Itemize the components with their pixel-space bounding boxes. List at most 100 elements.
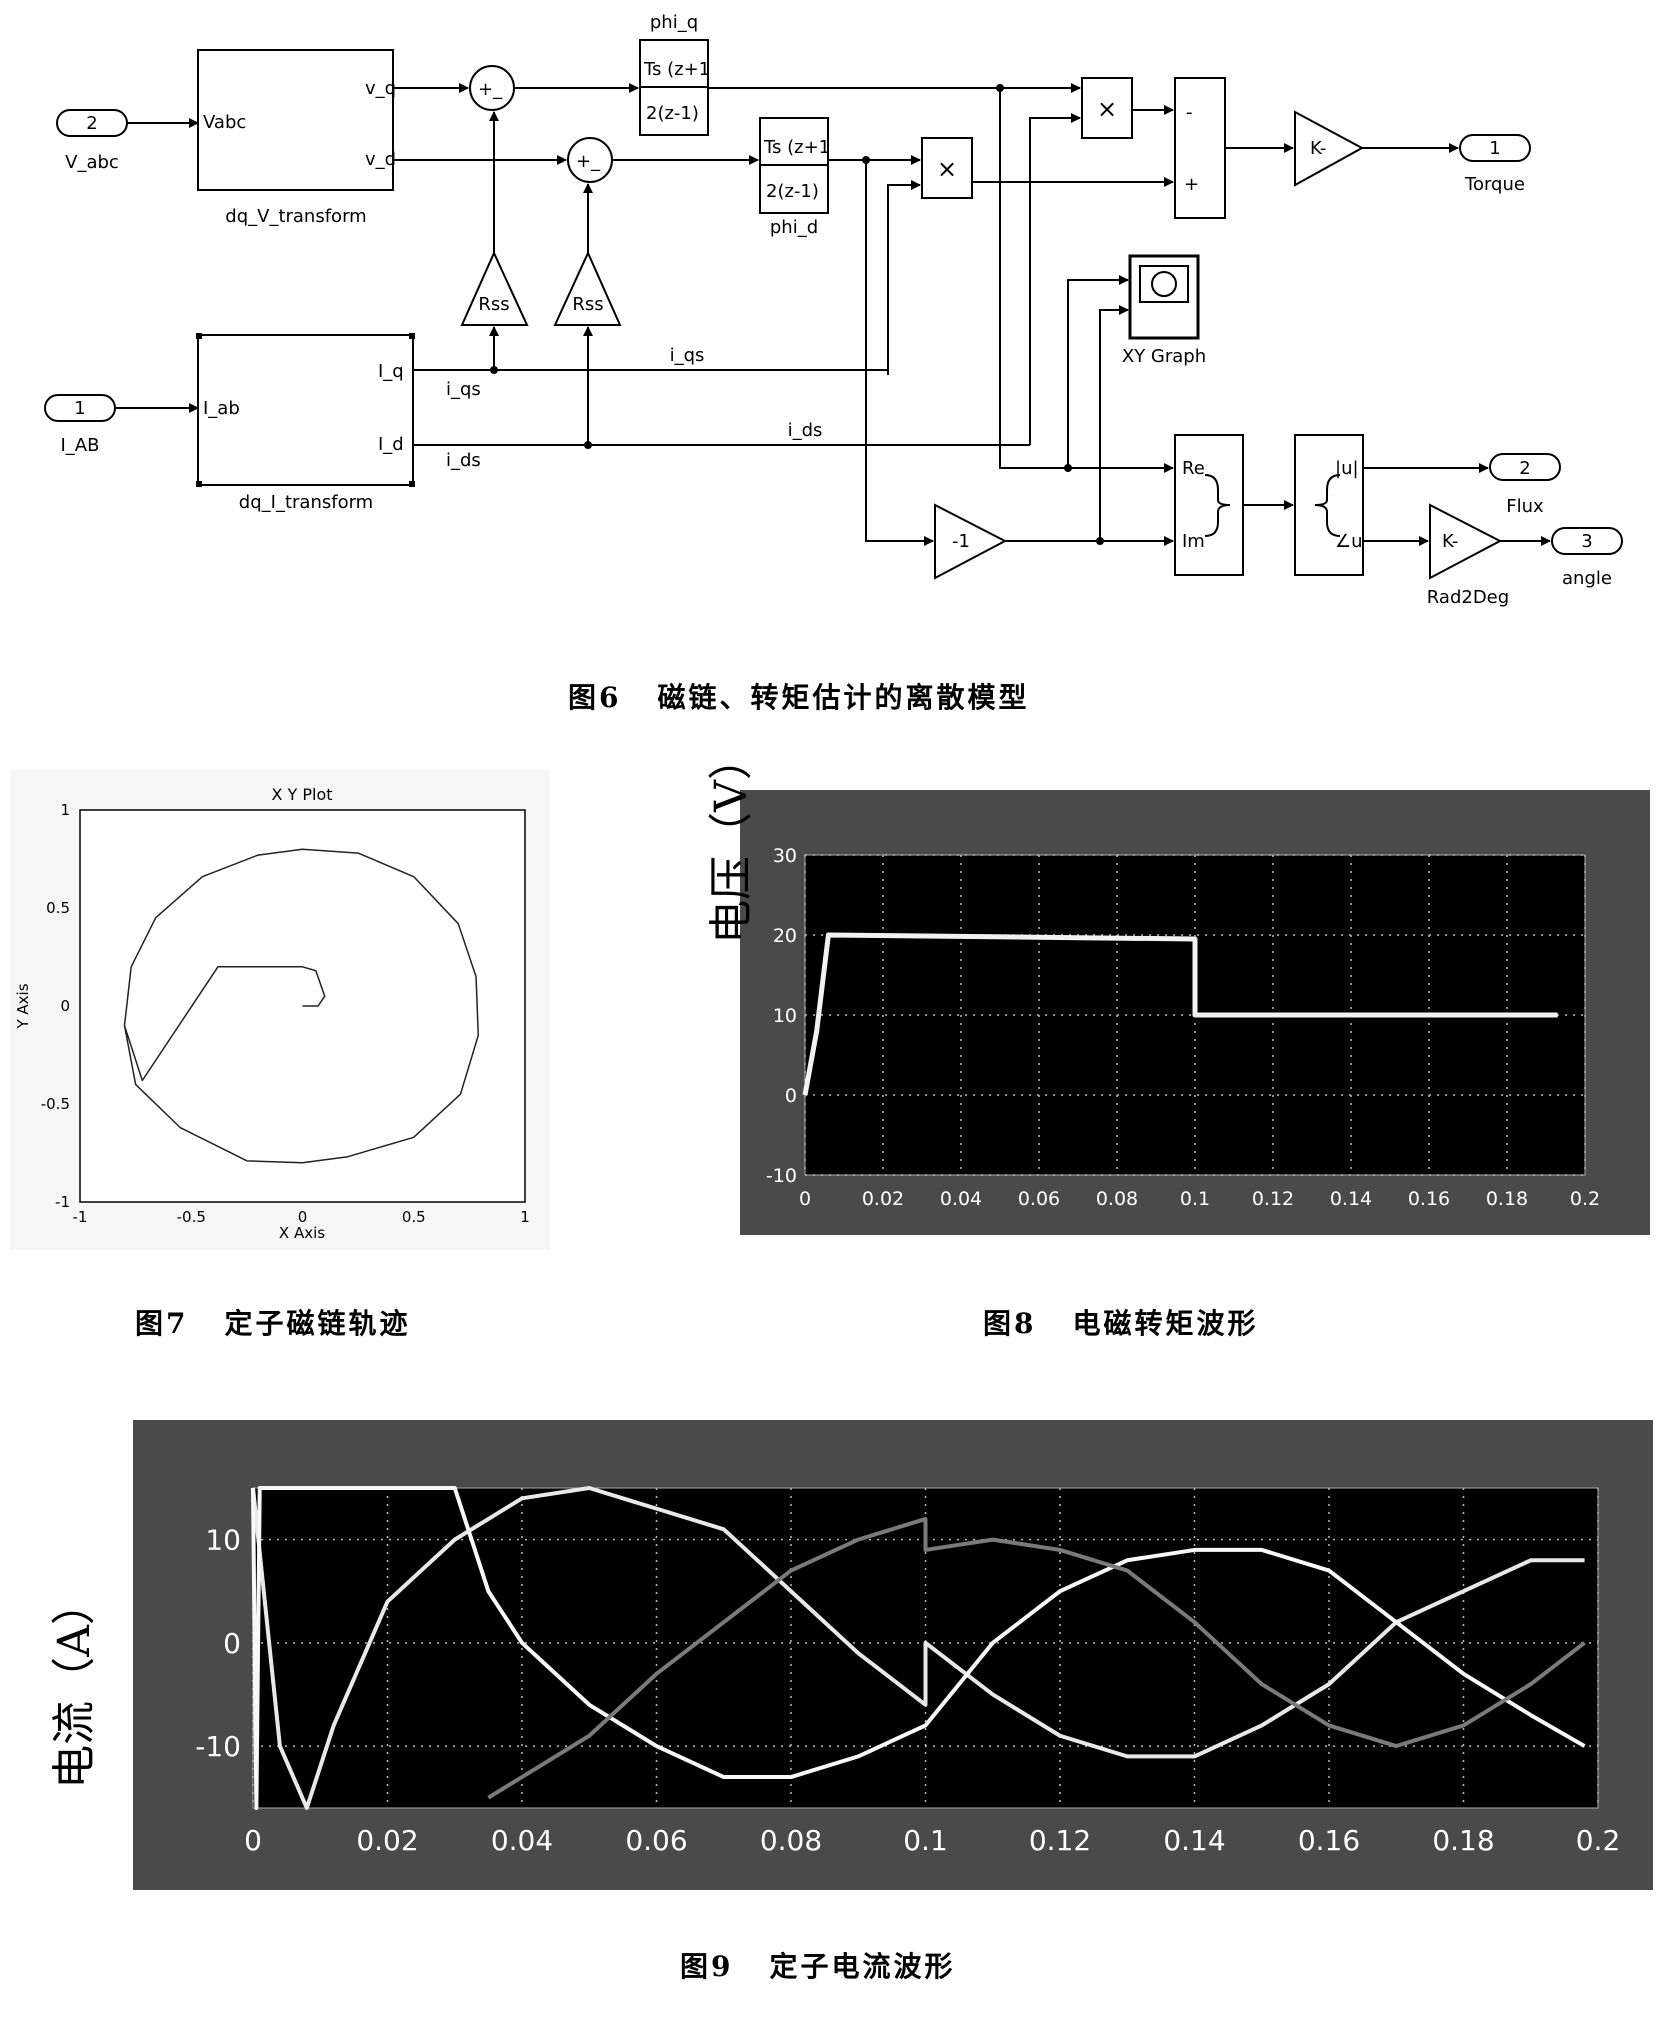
phi-q-numerator: Ts (z+1 bbox=[643, 59, 710, 80]
x-tick-label: 0.02 bbox=[862, 1188, 904, 1210]
x-tick-label: 0.04 bbox=[940, 1188, 982, 1210]
fig7-title: X Y Plot bbox=[271, 785, 332, 804]
re-port: Re bbox=[1182, 458, 1205, 479]
series-line-1 bbox=[123, 848, 480, 1164]
inport-vabc-number: 2 bbox=[86, 113, 97, 134]
complex-to-mag-angle-block[interactable] bbox=[1294, 434, 1364, 576]
fig7-xlabel: X Axis bbox=[279, 1224, 325, 1242]
y-tick-label: 20 bbox=[773, 925, 797, 947]
product-d-symbol: × bbox=[937, 155, 957, 183]
rss-gain-d[interactable] bbox=[553, 250, 622, 326]
series-line-2 bbox=[251, 1486, 1586, 1810]
dq-i-transform-label: dq_I_transform bbox=[239, 492, 373, 513]
x-tick-label: 0.06 bbox=[625, 1824, 687, 1857]
outport-flux-number: 2 bbox=[1519, 458, 1530, 479]
x-tick-label: 0.5 bbox=[402, 1208, 426, 1226]
y-tick-label: -10 bbox=[766, 1165, 797, 1187]
product-q[interactable] bbox=[1081, 77, 1133, 139]
y-tick-label: 1 bbox=[60, 801, 70, 819]
y-tick-label: -1 bbox=[55, 1193, 70, 1211]
product-d[interactable] bbox=[921, 137, 973, 199]
series-line-3 bbox=[487, 1516, 1586, 1800]
torque-gain-label: K- bbox=[1310, 138, 1326, 159]
port-id: I_d bbox=[378, 434, 404, 455]
fig9-caption-number: 图9 bbox=[680, 1950, 734, 1983]
rss-d-label: Rss bbox=[572, 294, 603, 315]
port-vd: v_d bbox=[365, 149, 396, 170]
outport-flux-label: Flux bbox=[1506, 496, 1544, 517]
outport-angle[interactable] bbox=[1551, 527, 1623, 555]
x-tick-label: 0.02 bbox=[356, 1824, 418, 1857]
x-tick-label: 0.2 bbox=[1570, 1188, 1600, 1210]
inport-vabc-label: V_abc bbox=[65, 152, 119, 173]
xy-graph-block[interactable] bbox=[1128, 254, 1200, 340]
fig8-caption-text: 电磁转矩波形 bbox=[1072, 1307, 1259, 1340]
y-tick-label: -10 bbox=[195, 1730, 241, 1763]
sum-d-signs: +_ bbox=[576, 151, 601, 172]
x-tick-label: 0 bbox=[298, 1208, 308, 1226]
product-q-symbol: × bbox=[1097, 95, 1117, 123]
outport-torque[interactable] bbox=[1459, 134, 1531, 162]
rad2deg-gain[interactable] bbox=[1429, 503, 1503, 580]
rad2deg-gain-symbol: K- bbox=[1442, 531, 1458, 552]
outport-torque-number: 1 bbox=[1489, 138, 1500, 159]
sum-torque-minus: - bbox=[1186, 102, 1193, 123]
signal-iqs-port-label: i_qs bbox=[446, 379, 481, 400]
x-tick-label: 0.12 bbox=[1029, 1824, 1091, 1857]
angle-port: ∠u bbox=[1335, 531, 1363, 552]
y-tick-label: 10 bbox=[773, 1005, 797, 1027]
signal-ids-label: i_ds bbox=[788, 420, 823, 441]
real-imag-to-complex-block[interactable] bbox=[1174, 434, 1244, 576]
sum-torque[interactable] bbox=[1174, 77, 1226, 219]
fig6-caption: 图6 磁链、转矩估计的离散模型 bbox=[568, 676, 1030, 716]
x-tick-label: 0.14 bbox=[1163, 1824, 1225, 1857]
fig7-caption-number: 图7 bbox=[135, 1307, 189, 1340]
x-tick-label: 0.18 bbox=[1486, 1188, 1528, 1210]
y-tick-label: 0 bbox=[60, 997, 70, 1015]
xy-graph-label: XY Graph bbox=[1122, 346, 1206, 367]
x-tick-label: 0.1 bbox=[1180, 1188, 1210, 1210]
x-tick-label: 0.1 bbox=[903, 1824, 948, 1857]
sum-q-signs: +_ bbox=[478, 79, 503, 100]
rad2deg-label: Rad2Deg bbox=[1427, 587, 1509, 608]
dq-v-transform-label: dq_V_transform bbox=[225, 206, 366, 227]
signal-iqs-label: i_qs bbox=[670, 345, 705, 366]
port-vq: v_q bbox=[365, 78, 396, 99]
im-port: Im bbox=[1182, 531, 1205, 552]
rss-gain-q[interactable] bbox=[460, 250, 529, 326]
fig8-caption-number: 图8 bbox=[983, 1307, 1037, 1340]
x-tick-label: 0.14 bbox=[1330, 1188, 1372, 1210]
inport-iab-label: I_AB bbox=[61, 435, 100, 456]
phi-d-numerator: Ts (z+1 bbox=[763, 137, 830, 158]
fig9-ylabel: 电流（A） bbox=[49, 1581, 100, 1789]
phi-d-label: phi_d bbox=[770, 217, 818, 238]
x-tick-label: 0.06 bbox=[1018, 1188, 1060, 1210]
torque-gain[interactable] bbox=[1294, 110, 1365, 187]
x-tick-label: 0 bbox=[799, 1188, 811, 1210]
series-line-1 bbox=[802, 932, 1558, 1096]
y-tick-label: 0.5 bbox=[46, 899, 70, 917]
x-tick-label: 0.08 bbox=[1096, 1188, 1138, 1210]
phi-q-denominator: 2(z-1) bbox=[646, 103, 699, 124]
x-tick-label: -1 bbox=[73, 1208, 88, 1226]
rss-q-label: Rss bbox=[478, 294, 509, 315]
y-tick-label: 0 bbox=[223, 1627, 241, 1660]
y-tick-label: -0.5 bbox=[41, 1095, 70, 1113]
fig6-caption-text: 磁链、转矩估计的离散模型 bbox=[657, 681, 1030, 714]
outport-torque-label: Torque bbox=[1464, 174, 1525, 195]
fig9-caption-text: 定子电流波形 bbox=[769, 1950, 956, 1983]
x-tick-label: 0 bbox=[244, 1824, 262, 1857]
y-tick-label: 30 bbox=[773, 845, 797, 867]
x-tick-label: 0.08 bbox=[760, 1824, 822, 1857]
outport-flux[interactable] bbox=[1489, 453, 1561, 481]
fig6-caption-number: 图6 bbox=[568, 681, 622, 714]
signal-ids-port-label: i_ds bbox=[446, 450, 481, 471]
phi-d-denominator: 2(z-1) bbox=[766, 181, 819, 202]
sum-torque-plus: + bbox=[1184, 174, 1199, 195]
neg-one-gain[interactable] bbox=[934, 503, 1008, 580]
fig8-ylabel: 电压（V） bbox=[706, 736, 757, 944]
